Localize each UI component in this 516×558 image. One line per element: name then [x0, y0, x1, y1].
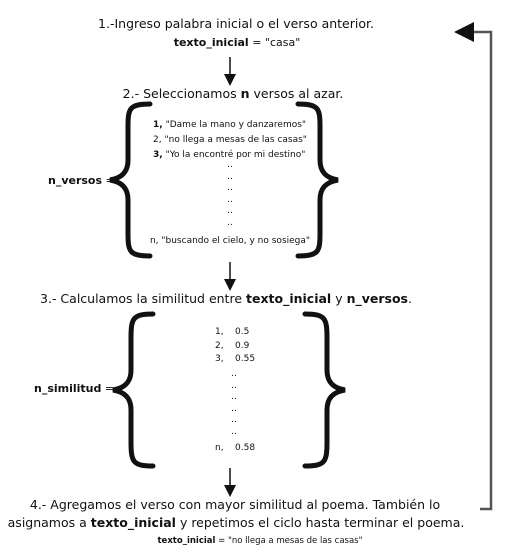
ellipsis-dots: .. — [231, 380, 237, 391]
step2-suffix: versos al azar. — [249, 86, 344, 101]
step4-line2-suffix: y repetimos el ciclo hasta terminar el p… — [175, 515, 465, 530]
step3-bold-texto-inicial: texto_inicial — [246, 291, 332, 306]
list-item: 1,0.5 — [215, 327, 250, 337]
step4-variable: texto_inicial — [157, 536, 216, 546]
versos-list: 1, "Dame la mano y danzaremos" 2, "no ll… — [153, 118, 307, 163]
ellipsis-dots: .. — [227, 183, 233, 193]
step4-assignment: texto_inicial = "no llega a mesas de las… — [157, 536, 362, 546]
n-versos-variable: n_versos — [48, 174, 103, 187]
similitud-last-item: n,0.58 — [215, 443, 256, 453]
n-similitud-label: n_similitud = — [34, 382, 114, 395]
n-versos-label: n_versos = — [48, 174, 115, 187]
step3-end: . — [408, 291, 412, 306]
left-brace-versos — [109, 101, 153, 259]
step1-variable: texto_inicial — [173, 36, 249, 49]
list-item: 1, "Dame la mano y danzaremos" — [153, 120, 307, 130]
step1-title: 1.-Ingreso palabra inicial o el verso an… — [98, 16, 374, 31]
n-similitud-variable: n_similitud — [34, 382, 102, 395]
ellipsis-dots: .. — [227, 217, 233, 228]
ellipsis-dots: .. — [231, 415, 237, 425]
similitud-list: 1,0.5 2,0.9 3,0.55 — [215, 326, 255, 367]
step4-line2: asignamos a texto_inicial y repetimos el… — [8, 515, 465, 530]
ellipsis-dots: .. — [227, 206, 233, 216]
list-item: 3, "Yo la encontré por mi destino" — [153, 150, 306, 160]
step2-prefix: 2.- Seleccionamos — [122, 86, 241, 101]
step3-bold-n-versos: n_versos — [346, 291, 408, 306]
step3-prefix: 3.- Calculamos la similitud entre — [40, 291, 246, 306]
versos-ellipsis: .. .. .. .. .. .. — [227, 160, 233, 229]
ellipsis-dots: .. — [227, 171, 233, 182]
n-versos-equals: = — [102, 174, 115, 187]
right-brace-versos — [295, 101, 339, 259]
step3-title: 3.- Calculamos la similitud entre texto_… — [40, 291, 412, 306]
step4-value: = "no llega a mesas de las casas" — [215, 536, 363, 546]
ellipsis-dots: .. — [231, 403, 237, 414]
ellipsis-dots: .. — [227, 194, 233, 205]
ellipsis-dots: .. — [231, 392, 237, 402]
loop-back-line — [454, 22, 493, 511]
list-item: 3,0.55 — [215, 354, 256, 364]
step4-line2-prefix: asignamos a — [7, 515, 91, 530]
ellipsis-dots: .. — [227, 160, 233, 170]
list-item: 2,0.9 — [215, 340, 250, 351]
right-brace-similitud — [302, 311, 346, 469]
step3-mid: y — [331, 291, 347, 306]
step4-bold-texto-inicial: texto_inicial — [90, 515, 176, 530]
list-item: 2, "no llega a mesas de las casas" — [153, 135, 307, 145]
step1-value: = "casa" — [248, 36, 301, 49]
step4-line1: 4.- Agregamos el verso con mayor similit… — [29, 497, 441, 512]
step2-bold-n: n — [240, 86, 250, 101]
step2-title: 2.- Seleccionamos n versos al azar. — [123, 86, 344, 101]
n-similitud-equals: = — [101, 382, 115, 395]
ellipsis-dots: .. — [231, 369, 237, 379]
left-brace-similitud — [112, 311, 156, 469]
similitud-ellipsis: .. .. .. .. .. .. — [231, 369, 237, 438]
ellipsis-dots: .. — [231, 426, 237, 437]
step1-assignment: texto_inicial = "casa" — [174, 36, 301, 49]
versos-last-item: n, "buscando el cielo, y no sosiega" — [149, 236, 311, 246]
